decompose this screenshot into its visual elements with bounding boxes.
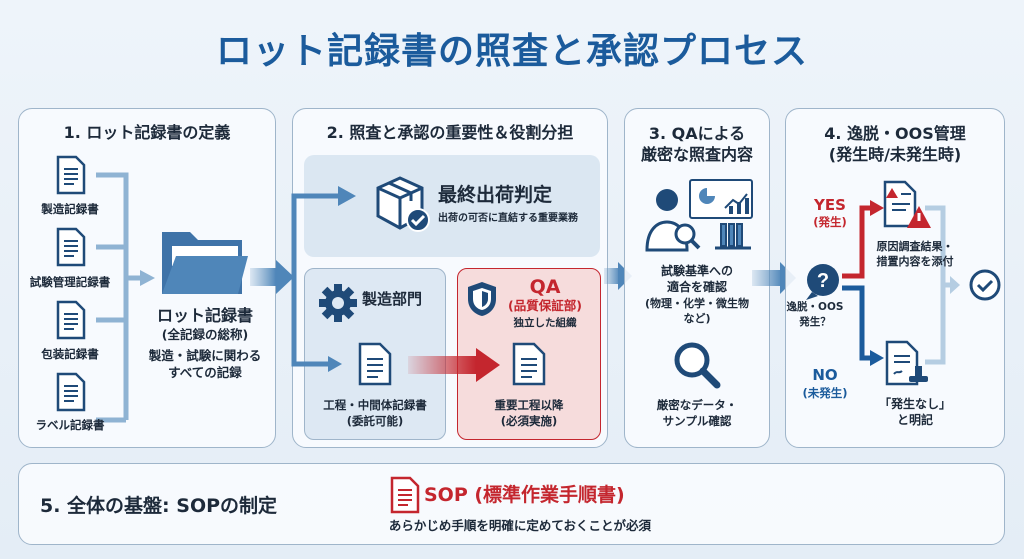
magnifier-icon bbox=[674, 342, 721, 389]
svg-text:?: ? bbox=[817, 270, 829, 292]
document-icon bbox=[56, 300, 86, 340]
sop-title: SOP (標準作業手順書) bbox=[424, 484, 625, 506]
no-result-2: と明記 bbox=[896, 413, 933, 427]
section-3-heading-1: 3. QAによる bbox=[648, 124, 746, 143]
data-check-1: 厳密なデータ・ bbox=[656, 398, 738, 412]
check-line-1: 試験基準への bbox=[660, 264, 733, 278]
package-check-icon bbox=[376, 176, 430, 232]
section-qa-review bbox=[624, 108, 770, 448]
question-label-1: 逸脱・OOS bbox=[786, 301, 844, 313]
lot-record-title: ロット記録書 bbox=[156, 306, 253, 325]
final-release-title: 最終出荷判定 bbox=[438, 184, 553, 206]
section-4-heading-1: 4. 逸脱・OOS管理 bbox=[824, 124, 966, 143]
sop-description: あらかじめ手順を明確に定めておくことが必須 bbox=[388, 518, 652, 533]
gear-icon bbox=[319, 284, 357, 322]
no-result-1: 「発生なし」 bbox=[878, 397, 951, 411]
section-sop-foundation bbox=[18, 463, 1005, 545]
stamped-document-icon bbox=[885, 340, 928, 386]
yes-result-2: 措置内容を添付 bbox=[876, 255, 954, 268]
qa-doc-label: 重要工程以降 bbox=[494, 398, 564, 412]
doc-label-manufacturing: 製造記録書 bbox=[41, 202, 99, 216]
mfg-doc-note: (委託可能) bbox=[346, 414, 404, 428]
doc-label-packaging: 包装記録書 bbox=[41, 347, 99, 361]
yes-label: YES bbox=[814, 196, 846, 214]
document-icon bbox=[56, 155, 86, 195]
sop-document-icon bbox=[390, 476, 420, 514]
yes-sublabel: (発生) bbox=[813, 215, 847, 229]
document-icon bbox=[56, 372, 86, 412]
no-label: NO bbox=[812, 366, 838, 384]
section-5-heading: 5. 全体の基盤: SOPの制定 bbox=[40, 495, 278, 517]
inspector-icon bbox=[645, 179, 753, 252]
lot-record-subtitle: (全記録の総称) bbox=[161, 327, 249, 342]
section-1-heading: 1. ロット記録書の定義 bbox=[63, 123, 231, 142]
no-sublabel: (未発生) bbox=[802, 386, 848, 400]
yes-result-1: 原因調査結果・ bbox=[876, 240, 954, 253]
doc-label-label: ラベル記録書 bbox=[35, 418, 105, 432]
section-2-heading: 2. 照査と承認の重要性＆役割分担 bbox=[326, 123, 574, 142]
page-title: ロット記録書の照査と承認プロセス bbox=[215, 31, 808, 72]
manufacturing-dept-title: 製造部門 bbox=[362, 290, 423, 308]
qa-subtitle: (品質保証部) bbox=[508, 298, 582, 313]
question-label-2: 発生？ bbox=[799, 316, 831, 328]
data-check-2: サンプル確認 bbox=[662, 414, 732, 428]
qa-org: 独立した組織 bbox=[513, 317, 577, 329]
qa-doc-note: (必須実施) bbox=[500, 414, 558, 428]
decision-flow: ? bbox=[806, 200, 1001, 366]
mfg-doc-label: 工程・中間体記録書 bbox=[323, 398, 427, 412]
shield-icon bbox=[468, 282, 496, 316]
lot-record-desc-2: すべての記録 bbox=[168, 365, 242, 380]
document-icon bbox=[56, 227, 86, 267]
section-4-heading-2: (発生時/未発生時) bbox=[828, 145, 962, 164]
section-3-heading-2: 厳密な照査内容 bbox=[640, 145, 753, 164]
folder-icon bbox=[162, 232, 248, 294]
flow-arrows bbox=[291, 186, 632, 382]
document-icon bbox=[358, 342, 392, 386]
document-icon bbox=[512, 342, 546, 386]
check-line-4: など) bbox=[683, 312, 711, 325]
check-line-3: (物理・化学・微生物 bbox=[644, 297, 750, 310]
final-release-box bbox=[304, 155, 600, 257]
final-release-subtitle: 出荷の可否に直結する重要業務 bbox=[438, 213, 578, 224]
doc-label-test: 試験管理記録書 bbox=[29, 275, 111, 289]
qa-title: QA bbox=[529, 276, 561, 298]
lot-record-desc-1: 製造・試験に関わる bbox=[148, 348, 262, 363]
connector-bracket bbox=[96, 172, 294, 423]
check-line-2: 適合を確認 bbox=[666, 280, 727, 294]
warning-document-icon bbox=[883, 180, 931, 228]
